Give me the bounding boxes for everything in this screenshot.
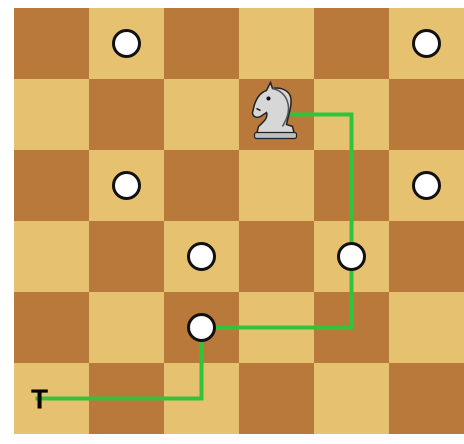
square-marker[interactable] (414, 173, 440, 199)
board-square[interactable] (164, 150, 239, 221)
knight-base (255, 133, 297, 139)
board-square[interactable] (239, 363, 314, 434)
board-square[interactable] (389, 292, 464, 363)
board-square[interactable] (14, 79, 89, 150)
board-square[interactable] (14, 292, 89, 363)
board-square[interactable] (14, 150, 89, 221)
board-square[interactable] (389, 79, 464, 150)
board-square[interactable] (89, 79, 164, 150)
square-marker[interactable] (114, 173, 140, 199)
square-marker[interactable] (414, 31, 440, 57)
square-marker[interactable] (189, 315, 215, 341)
board-square[interactable] (314, 363, 389, 434)
board-square[interactable] (14, 8, 89, 79)
target-label: T (31, 384, 48, 415)
board-square[interactable] (239, 8, 314, 79)
square-marker[interactable] (339, 244, 365, 270)
board-square[interactable] (239, 150, 314, 221)
board-square[interactable] (314, 8, 389, 79)
knight-eye (267, 97, 271, 101)
board-square[interactable] (89, 292, 164, 363)
board-squares (14, 8, 464, 434)
square-marker[interactable] (114, 31, 140, 57)
board-square[interactable] (389, 221, 464, 292)
board-square[interactable] (89, 221, 164, 292)
board-square[interactable] (14, 221, 89, 292)
board-square[interactable] (164, 79, 239, 150)
board-square[interactable] (164, 8, 239, 79)
board-square[interactable] (239, 221, 314, 292)
board-square[interactable] (389, 363, 464, 434)
square-marker[interactable] (189, 244, 215, 270)
